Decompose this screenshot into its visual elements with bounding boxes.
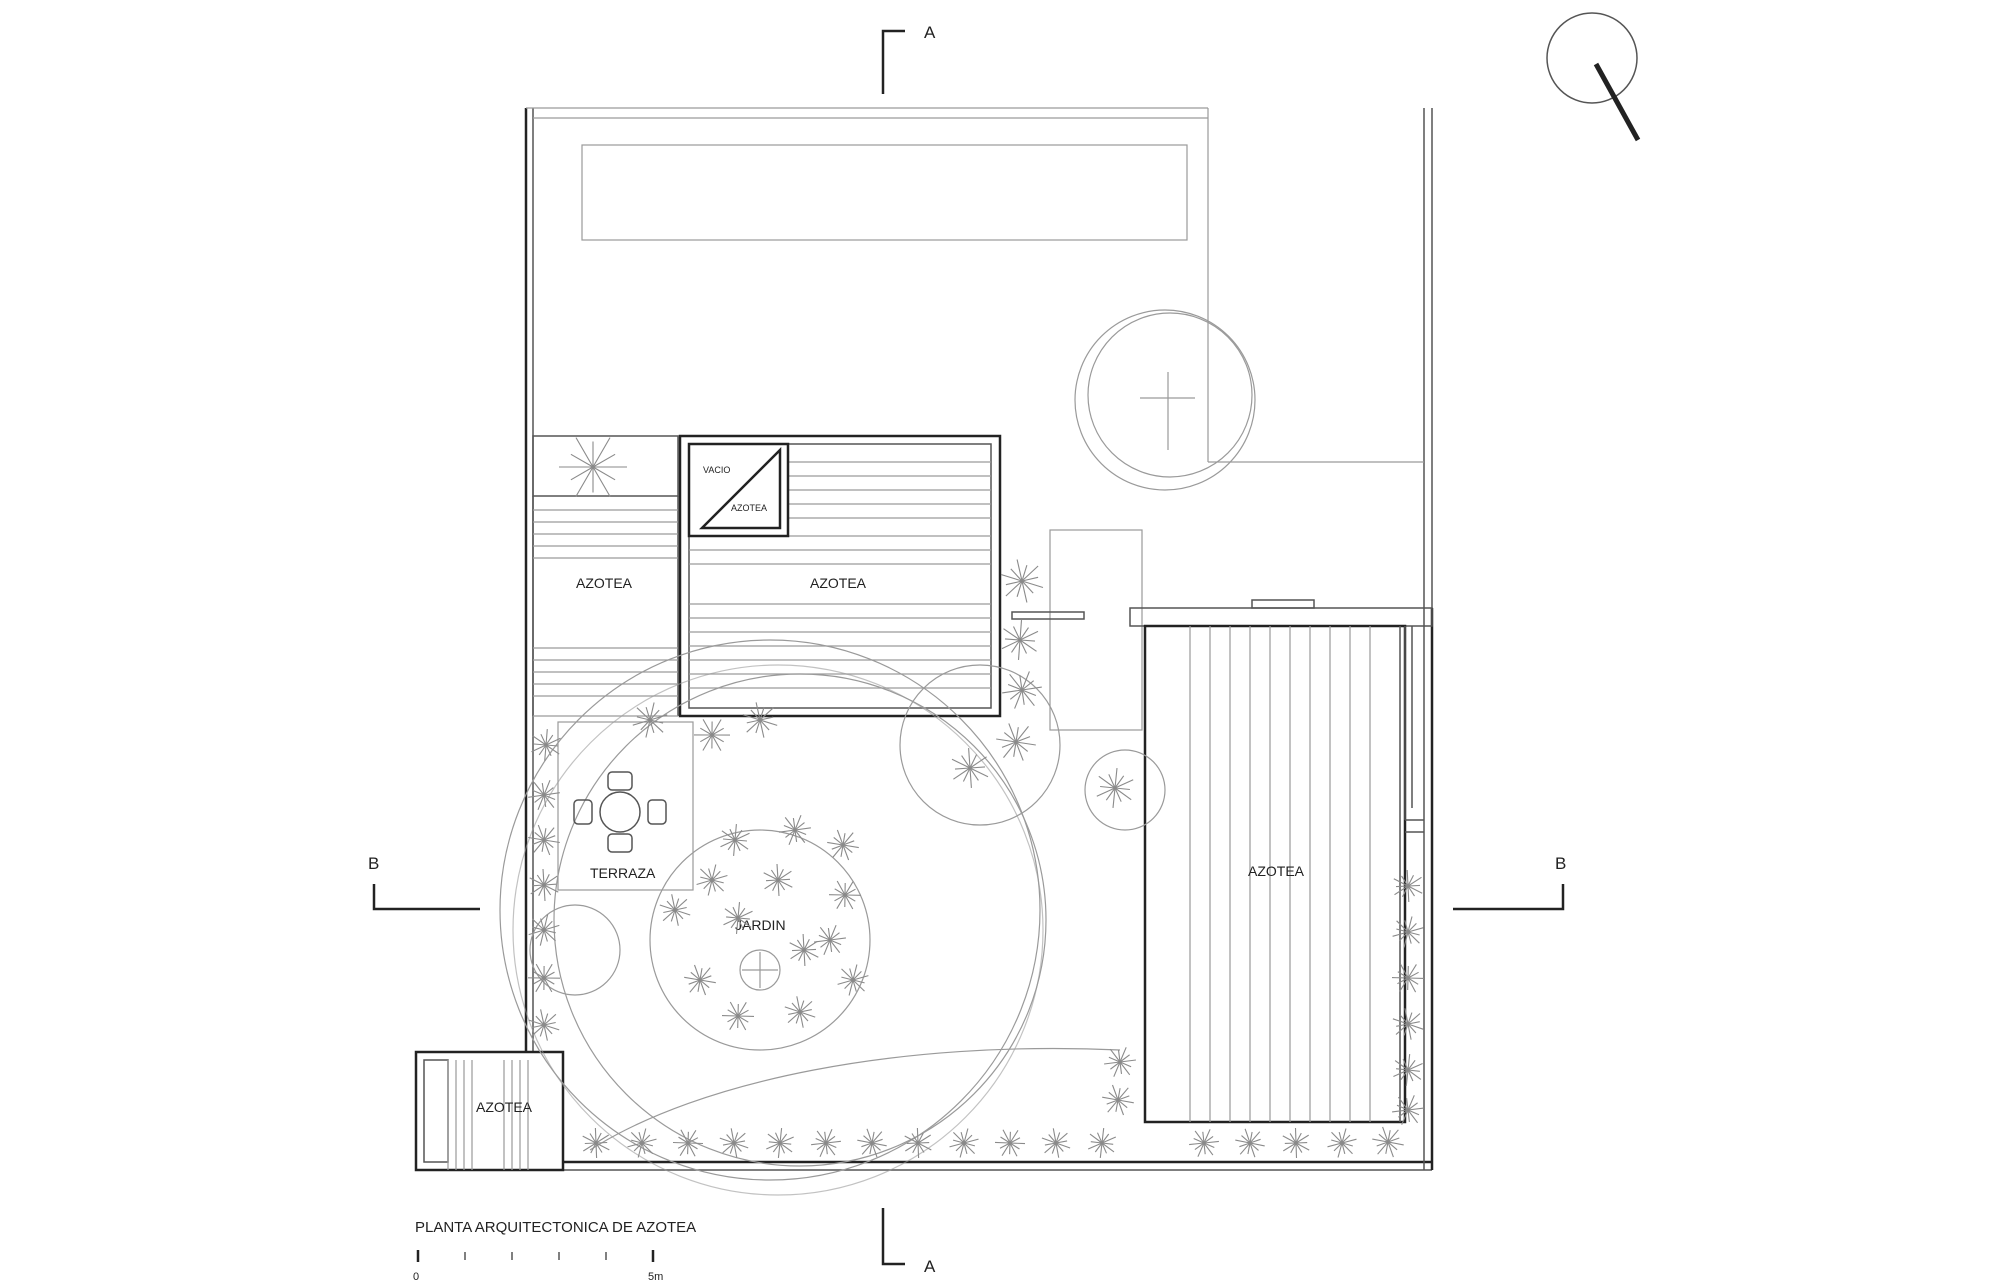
plant-symbol-icon <box>719 1128 749 1158</box>
plant-symbol-icon <box>528 914 560 946</box>
plant-symbol-icon <box>1002 671 1042 709</box>
plant-symbol-icon <box>814 924 846 956</box>
plant-symbol-icon <box>1087 1128 1117 1158</box>
plant-symbol-icon <box>659 894 691 926</box>
jardin-area: JARDIN <box>649 829 871 1051</box>
plant-symbol-icon <box>627 1128 657 1158</box>
plant-symbol-icon <box>721 1001 755 1031</box>
section-b-right-marker: B <box>1453 854 1566 911</box>
plant-symbol-icon <box>529 868 559 902</box>
plant-symbol-icon <box>696 864 728 896</box>
building-outline <box>524 107 1434 1171</box>
plant-symbol-icon <box>904 1127 932 1159</box>
azotea-right-label: AZOTEA <box>1248 863 1305 879</box>
plant-symbol-icon <box>811 1128 841 1158</box>
walkway <box>1049 529 1143 731</box>
jardin-label: JARDIN <box>735 917 786 933</box>
scale-end-label: 5m <box>648 1271 663 1280</box>
plant-symbol-icon <box>1393 869 1423 903</box>
plant-symbol-icon <box>528 1009 560 1041</box>
plant-symbol-icon <box>528 779 560 811</box>
plant-symbol-icon <box>672 1129 704 1157</box>
plant-symbol-icon <box>742 702 778 738</box>
plant-symbol-icon <box>1189 1129 1219 1157</box>
tree-canopy <box>1074 309 1256 491</box>
terraza-area: TERRAZA <box>557 721 694 891</box>
azotea-center-label: AZOTEA <box>810 575 867 591</box>
azotea-right-block: AZOTEA <box>1129 599 1433 1124</box>
table-chairs-icon <box>573 771 667 853</box>
plant-symbol-icon <box>828 880 862 910</box>
plant-symbol-icon <box>827 829 859 861</box>
plant-symbol-icon <box>1327 1128 1357 1158</box>
terraza-label: TERRAZA <box>590 865 656 881</box>
plant-symbol-icon <box>720 824 750 856</box>
section-a-top-label: A <box>924 23 936 42</box>
section-a-bottom-marker: A <box>881 1208 936 1276</box>
plant-symbol-icon <box>1104 1047 1136 1077</box>
drawing-title: PLANTA ARQUITECTONICA DE AZOTEA <box>415 1219 696 1236</box>
azotea-center-block: VACIO AZOTEA AZOTEA <box>678 434 1002 718</box>
plant-symbol-icon <box>949 1128 979 1158</box>
plant-symbol-icon <box>996 723 1036 761</box>
drawing-title-block: PLANTA ARQUITECTONICA DE AZOTEA 0 5m <box>413 1219 696 1280</box>
north-arrow-icon <box>1546 12 1641 142</box>
azotea-left-block: AZOTEA <box>532 435 679 717</box>
plant-symbol-icon <box>1282 1127 1310 1159</box>
plant-symbol-icon <box>531 729 561 761</box>
plant-symbol-icon <box>723 902 753 934</box>
plant-symbol-icon <box>693 719 731 751</box>
plant-symbol-icon <box>582 1127 610 1159</box>
scale-start-label: 0 <box>413 1271 419 1280</box>
plant-symbol-icon <box>1393 1054 1423 1086</box>
section-a-top-marker: A <box>881 23 936 94</box>
vacio-label: VACIO <box>703 465 730 475</box>
garden-circles <box>499 639 1166 1196</box>
plant-symbol-icon <box>779 814 811 846</box>
azotea-bottom-label: AZOTEA <box>476 1099 533 1115</box>
plant-symbol-icon <box>1001 620 1039 660</box>
plant-symbol-icon <box>528 824 560 856</box>
plant-symbol-icon <box>951 748 989 788</box>
section-a-bottom-label: A <box>924 1257 936 1276</box>
azotea-small-label: AZOTEA <box>731 503 767 513</box>
skylight <box>581 144 1188 241</box>
plant-symbol-icon <box>766 1128 794 1158</box>
plant-symbol-icon <box>857 1128 887 1158</box>
azotea-left-label: AZOTEA <box>576 575 633 591</box>
plant-symbol-icon <box>1392 916 1424 948</box>
walkway-step <box>1011 611 1085 620</box>
plant-symbol-icon <box>1000 559 1044 603</box>
plant-symbol-icon <box>1096 768 1134 808</box>
section-b-left-marker: B <box>368 854 480 911</box>
plant-symbol-icon <box>1372 1126 1404 1158</box>
plant-symbol-icon <box>784 996 816 1028</box>
vacio-box <box>687 442 790 538</box>
plant-symbol-icon <box>837 964 869 996</box>
azotea-bottom-block: AZOTEA <box>414 1050 565 1172</box>
plant-symbol-icon <box>994 1129 1026 1157</box>
section-b-right-label: B <box>1555 854 1566 873</box>
plant-symbol-icon <box>632 702 668 738</box>
plant-symbol-icon <box>789 933 819 967</box>
plant-symbol-icon <box>684 964 716 996</box>
plant-symbol-icon <box>1391 963 1425 993</box>
plant-symbol-icon <box>763 863 793 897</box>
plant-symbol-icon <box>1041 1128 1071 1158</box>
plant-symbol-icon <box>527 963 561 993</box>
plant-symbols <box>527 437 1425 1159</box>
plant-symbol-icon <box>1102 1084 1134 1116</box>
plant-symbol-icon <box>1392 1095 1424 1125</box>
plant-symbol-icon <box>1392 1008 1424 1040</box>
plant-symbol-icon <box>1235 1128 1265 1158</box>
plant-symbol-icon <box>559 437 627 497</box>
section-b-left-label: B <box>368 854 379 873</box>
